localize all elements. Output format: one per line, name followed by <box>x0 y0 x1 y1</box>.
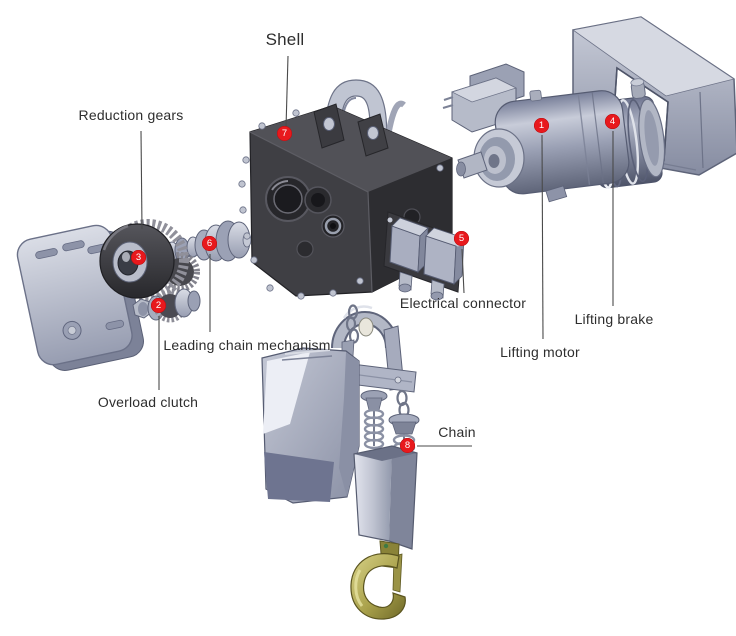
hoist-body-illustration <box>261 304 417 504</box>
part-marker: 8 <box>400 438 415 453</box>
label-electrical-connector: Electrical connector <box>399 295 527 311</box>
part-marker: 4 <box>605 114 620 129</box>
electrical-connector-illustration <box>383 211 465 301</box>
lifting-motor-illustration <box>442 63 630 203</box>
part-marker: 5 <box>454 231 469 246</box>
label-chain: Chain <box>438 424 476 440</box>
label-overload-clutch: Overload clutch <box>97 394 199 410</box>
hook-illustration <box>350 540 406 620</box>
part-marker: 6 <box>202 236 217 251</box>
label-lifting-brake: Lifting brake <box>574 311 654 327</box>
label-lifting-motor: Lifting motor <box>500 344 580 360</box>
part-marker: 1 <box>534 118 549 133</box>
reduction-gears-illustration <box>99 219 200 301</box>
label-leading-chain-mechanism: Leading chain mechanism <box>163 337 331 353</box>
part-marker: 2 <box>151 298 166 313</box>
part-marker: 3 <box>131 250 146 265</box>
leader-lines <box>140 55 614 447</box>
part-marker: 7 <box>277 126 292 141</box>
chain-bucket-illustration <box>353 445 418 550</box>
label-reduction-gears: Reduction gears <box>78 107 184 123</box>
label-shell: Shell <box>265 30 305 49</box>
